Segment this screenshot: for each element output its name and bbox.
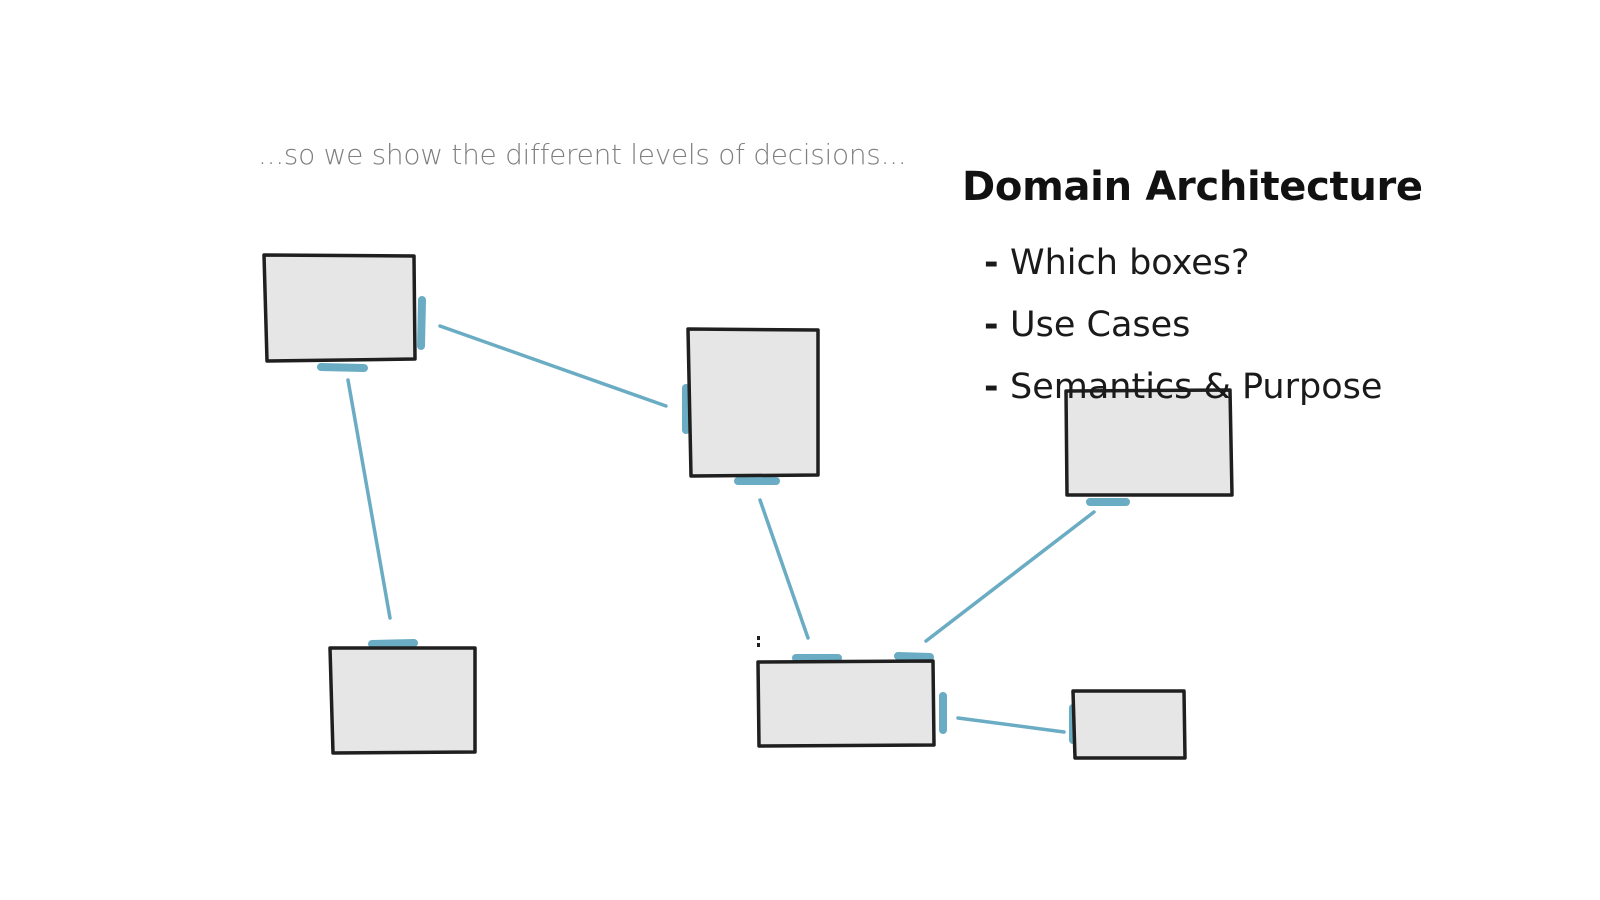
port-c-top (368, 639, 418, 648)
connector-a-b (438, 324, 668, 408)
bullet-item-use-cases: -Use Cases (984, 294, 1382, 356)
box-c (328, 646, 477, 755)
connectors (346, 324, 1096, 734)
pencil-mark (757, 636, 760, 647)
bullet-list: -Which boxes? -Use Cases -Semantics & Pu… (984, 232, 1382, 418)
box-d (756, 659, 936, 748)
bullet-text: Which boxes? (1010, 243, 1250, 283)
slide-subtitle: ...so we show the different levels of de… (258, 138, 907, 171)
ports (317, 296, 1130, 744)
port-a-bottom (317, 363, 368, 372)
box-b (686, 327, 820, 478)
box-e (1064, 388, 1234, 497)
connector-a-c (346, 378, 392, 620)
bullet-dash: - (984, 305, 999, 345)
slide-heading: Domain Architecture (962, 164, 1423, 210)
bullet-item-which-boxes: -Which boxes? (984, 232, 1382, 294)
connector-d-f (956, 716, 1066, 734)
connector-d-e (924, 510, 1096, 643)
connector-b-d (758, 498, 810, 640)
bullet-dash: - (984, 367, 999, 407)
box-a (262, 253, 417, 363)
bullet-dash: - (984, 243, 999, 283)
port-d-top-right (894, 652, 934, 661)
boxes (262, 253, 1234, 760)
bullet-text: Semantics & Purpose (1010, 367, 1383, 407)
box-f (1071, 689, 1187, 760)
bullet-text: Use Cases (1010, 305, 1191, 345)
port-a-right (417, 296, 426, 350)
bullet-item-semantics-purpose: -Semantics & Purpose (984, 356, 1382, 418)
